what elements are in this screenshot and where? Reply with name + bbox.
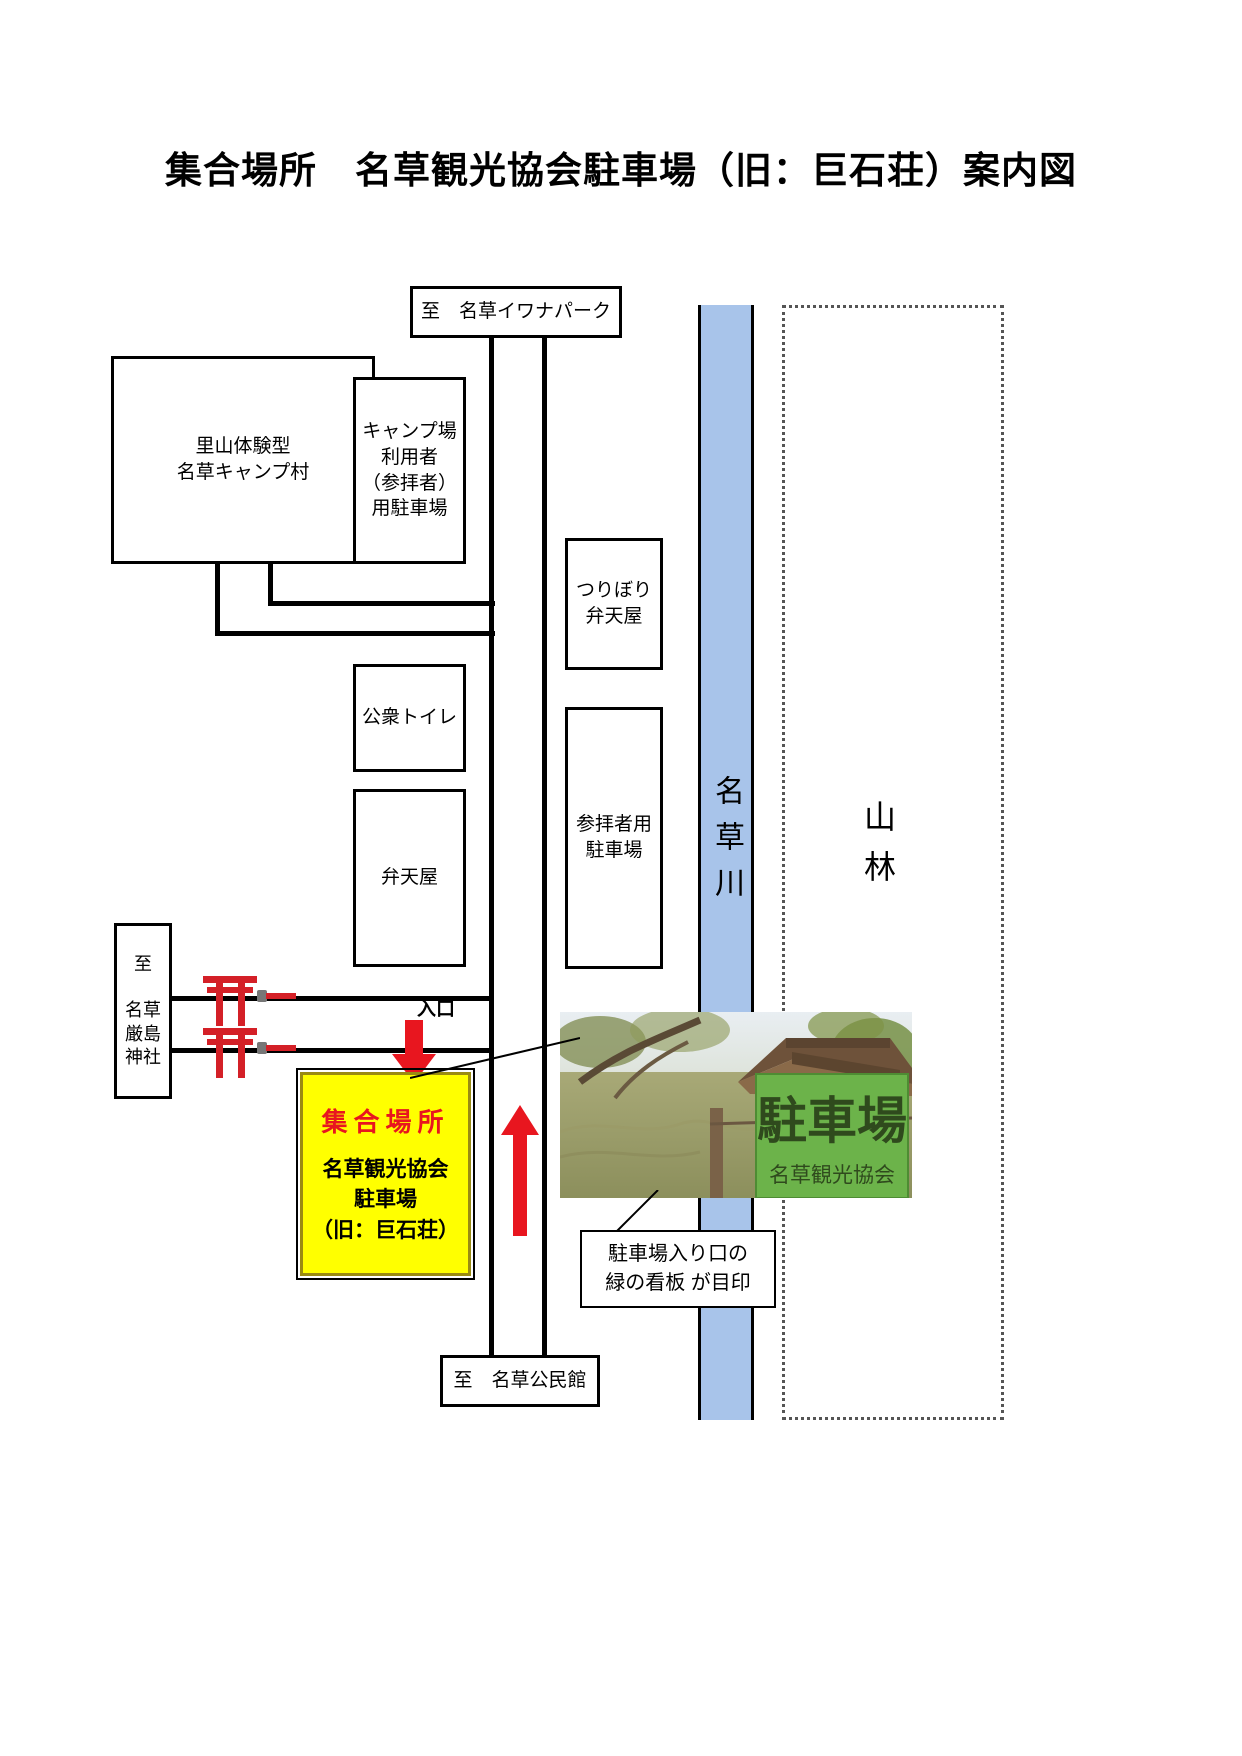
box-public-toilet: 公衆トイレ: [353, 664, 466, 772]
box-bentenya: 弁天屋: [353, 789, 466, 967]
river-label: 名草川: [710, 775, 743, 913]
svg-text:名草観光協会: 名草観光協会: [769, 1164, 895, 1187]
entrance-arrow-down-icon: [392, 1020, 436, 1083]
road-main-vertical: [489, 325, 494, 1380]
box-iwana-park: 至 名草イワナパーク: [410, 286, 622, 338]
road-camp-horizontal: [215, 631, 495, 636]
parking-sign-photo: 駐車場 名草観光協会: [560, 1012, 912, 1198]
meeting-place-heading: 集合場所: [321, 1106, 450, 1137]
page-title: 集合場所 名草観光協会駐車場（旧：巨石荘）案内図: [165, 150, 1077, 191]
callout-leader-line: [613, 1190, 659, 1235]
box-camp-village: 里山体験型 名草キャンプ村: [111, 356, 375, 564]
road-shrine-upper: [172, 996, 492, 1001]
road-secondary-vertical: [542, 325, 547, 1380]
route-arrow-up-icon: [501, 1105, 539, 1236]
forest-label: 山林: [860, 800, 896, 900]
box-tsuribori-bentenya: つりぼり 弁天屋: [565, 538, 663, 670]
meeting-place-line3: （旧：巨石荘）: [312, 1218, 459, 1242]
meeting-place-line2: 駐車場: [354, 1188, 417, 1212]
road-camp-vertical-b: [268, 563, 273, 605]
road-camp-vertical-a: [215, 563, 220, 635]
road-camp-horizontal-b: [268, 601, 495, 606]
callout-box: 駐車場入り口の 緑の看板 が目印: [580, 1230, 776, 1308]
meeting-place-line1: 名草観光協会: [322, 1157, 449, 1181]
svg-text:駐車場: 駐車場: [757, 1093, 907, 1149]
entrance-label: 入口: [417, 999, 456, 1020]
torii-gate-upper-icon: [203, 976, 296, 1026]
box-itsukushima-shrine: 至 名草厳島神社: [114, 923, 172, 1099]
box-camp-parking: キャンプ場 利用者 （参拝者） 用駐車場: [353, 377, 466, 564]
photo-leader-line: [410, 1037, 580, 1079]
forest-area: [782, 305, 1004, 1420]
road-shrine-lower: [172, 1048, 492, 1053]
box-worshipper-parking: 参拝者用 駐車場: [565, 707, 663, 969]
torii-gate-lower-icon: [203, 1028, 296, 1078]
meeting-place-box: 集合場所 名草観光協会 駐車場 （旧：巨石荘）: [296, 1068, 475, 1280]
box-kouminkan: 至 名草公民館: [440, 1355, 600, 1407]
